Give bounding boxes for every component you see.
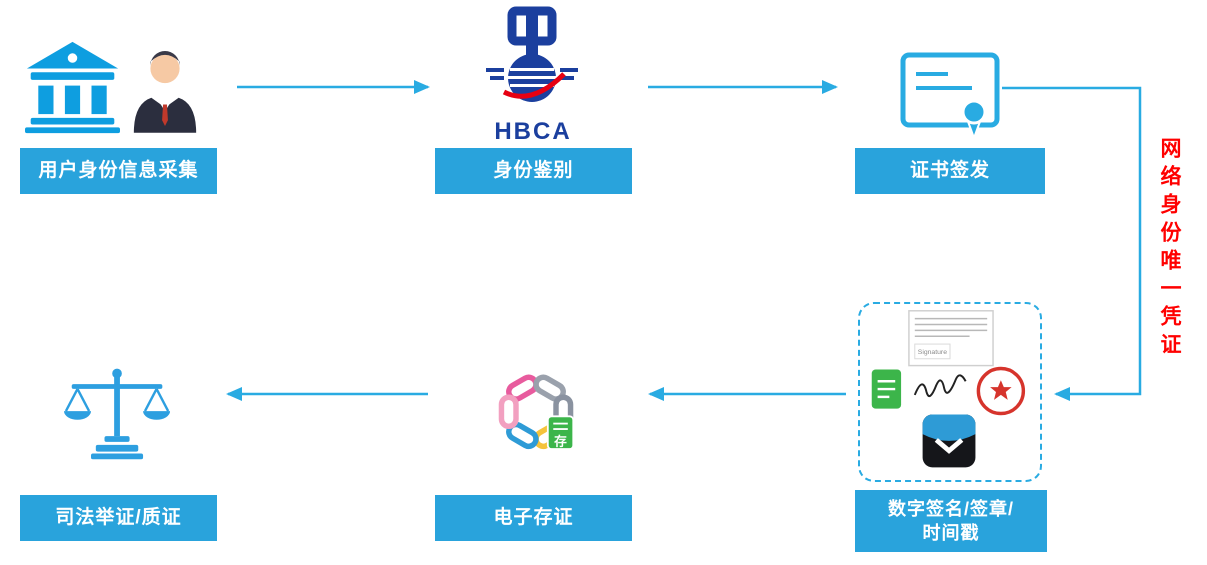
certificate-icon — [900, 52, 1000, 141]
node-label-collect: 用户身份信息采集 — [20, 148, 217, 194]
handwritten-signature-icon — [913, 374, 967, 398]
bank-building-icon — [25, 40, 120, 135]
node-label-issue-text: 证书签发 — [909, 160, 990, 182]
signed-document-icon: Signature — [908, 310, 994, 367]
store-doc-badge-icon: 存 — [546, 415, 575, 450]
node-label-authenticate-text: 身份鉴别 — [493, 160, 574, 182]
signature-field-label: Signature — [918, 349, 947, 356]
hbca-logo-icon: HBCA — [468, 6, 598, 146]
node-label-authenticate: 身份鉴别 — [435, 148, 632, 194]
node-label-collect-text: 用户身份信息采集 — [38, 160, 199, 182]
red-seal-icon — [976, 366, 1026, 416]
node-label-sign-line2: 时间戳 — [922, 523, 980, 543]
node-label-sign-line1: 数字签名/签章/ — [887, 498, 1014, 519]
node-label-issue: 证书签发 — [855, 148, 1045, 194]
hbca-logo-text: HBCA — [494, 118, 571, 145]
node-label-judicial-text: 司法举证/质证 — [55, 507, 182, 529]
green-document-icon — [871, 369, 902, 409]
justice-scales-icon — [64, 366, 172, 460]
node-label-store-text: 电子存证 — [493, 507, 574, 529]
checkmark-app-icon — [922, 414, 976, 468]
blockchain-chain-icon: 存 — [486, 362, 586, 467]
side-note-unique-credential: 网络身份唯一凭证 — [1158, 137, 1181, 361]
node-label-sign: 数字签名/签章/ 时间戳 — [855, 490, 1047, 552]
node-label-judicial: 司法举证/质证 — [20, 495, 217, 541]
businessman-avatar-icon — [128, 42, 202, 134]
digital-sign-group-box: Signature — [858, 302, 1042, 482]
store-doc-char: 存 — [554, 433, 567, 448]
node-label-store: 电子存证 — [435, 495, 632, 541]
digital-sign-icons: Signature — [871, 310, 1026, 468]
